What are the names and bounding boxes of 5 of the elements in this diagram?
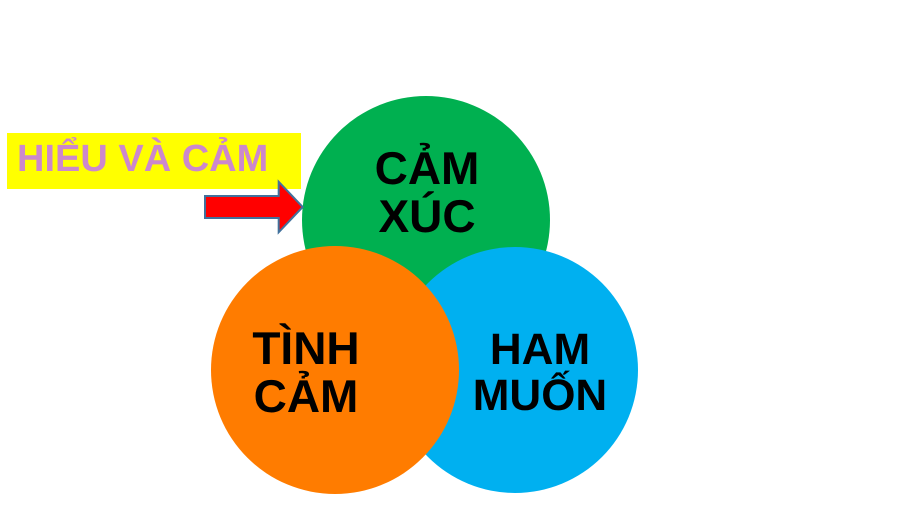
- circle-label: CẢM XÚC: [374, 144, 480, 241]
- block-arrow: [204, 179, 304, 235]
- circle-label: TÌNH CẢM: [251, 324, 361, 421]
- circle-label: HAM MUỐN: [472, 327, 608, 420]
- highlight-box: [7, 133, 301, 189]
